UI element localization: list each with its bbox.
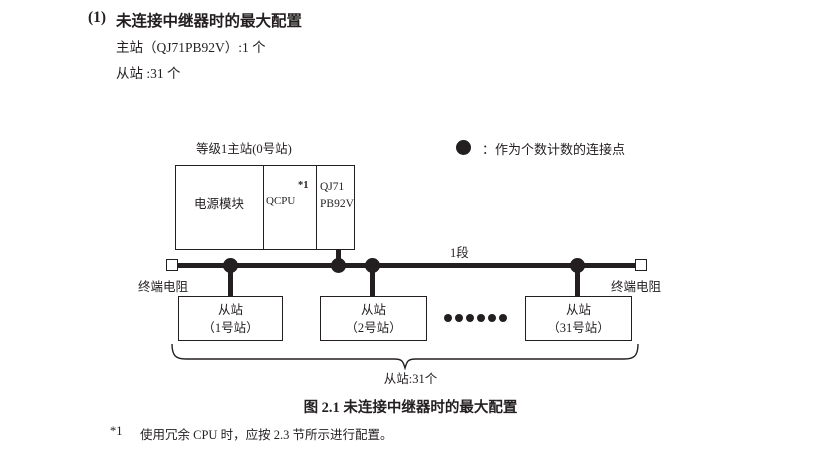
network-module-label-line1: QJ71: [320, 181, 345, 193]
rack-divider-1: [263, 165, 264, 250]
slave-range-brace: [171, 344, 639, 370]
slave-1-drop-stub: [228, 265, 233, 298]
connection-point-icon: [570, 258, 585, 273]
cpu-module-label: QCPU: [266, 195, 296, 207]
bus-trunk-line: [172, 263, 642, 268]
master-count-line: 主站（QJ71PB92V）:1 个: [116, 40, 266, 55]
slave-station-box: 从站 （1号站）: [178, 296, 283, 341]
ellipsis-dot: [466, 314, 474, 322]
power-supply-module-label: 电源模块: [193, 197, 244, 211]
slave-2-drop-stub: [370, 265, 375, 298]
slave-station-box: 从站 （31号站）: [525, 296, 632, 341]
connection-point-icon: [223, 258, 238, 273]
terminator-left-label: 终端电阻: [138, 280, 189, 294]
legend-text: 作为个数计数的连接点: [495, 142, 626, 157]
legend-label: ：作为个数计数的连接点: [482, 139, 625, 158]
footnote-text: 使用冗余 CPU 时，应按 2.3 节所示进行配置。: [140, 428, 393, 442]
connection-point-icon: [365, 258, 380, 273]
slave-station-number: （1号站）: [202, 321, 259, 336]
master-rack: [175, 165, 355, 250]
slave-station-box: 从站 （2号站）: [320, 296, 427, 341]
terminator-right-icon: [635, 259, 647, 271]
slave-31-drop-stub: [575, 265, 580, 298]
filled-circle-icon: [456, 140, 471, 155]
rack-divider-2: [316, 165, 317, 250]
legend-separator: ：: [482, 142, 496, 157]
figure-caption: 图 2.1 未连接中继器时的最大配置: [303, 400, 518, 416]
cpu-footnote-mark: *1: [298, 180, 309, 191]
ellipsis-dot: [444, 314, 452, 322]
network-module-label-line2: PB92V: [320, 198, 354, 210]
ellipsis-dot: [477, 314, 485, 322]
ellipsis-dot: [455, 314, 463, 322]
master-station-label: 等级1主站(0号站): [196, 142, 292, 156]
terminator-right-label: 终端电阻: [611, 280, 662, 294]
section-number: (1): [88, 9, 107, 26]
page-title: 未连接中继器时的最大配置: [116, 13, 303, 30]
slave-title: 从站: [217, 303, 243, 317]
ellipsis-dot: [488, 314, 496, 322]
brace-label: 从站:31个: [383, 372, 438, 386]
ellipsis-dots: [444, 314, 514, 323]
connection-point-icon: [331, 258, 346, 273]
slave-station-number: （31号站）: [547, 321, 610, 336]
footnote-mark: *1: [110, 424, 123, 438]
slave-station-number: （2号站）: [345, 321, 402, 336]
slave-count-line: 从站 :31 个: [116, 66, 181, 81]
ellipsis-dot: [499, 314, 507, 322]
segment-label: 1段: [450, 246, 469, 260]
slave-title: 从站: [360, 303, 386, 317]
terminator-left-icon: [166, 259, 178, 271]
slave-title: 从站: [565, 303, 591, 317]
